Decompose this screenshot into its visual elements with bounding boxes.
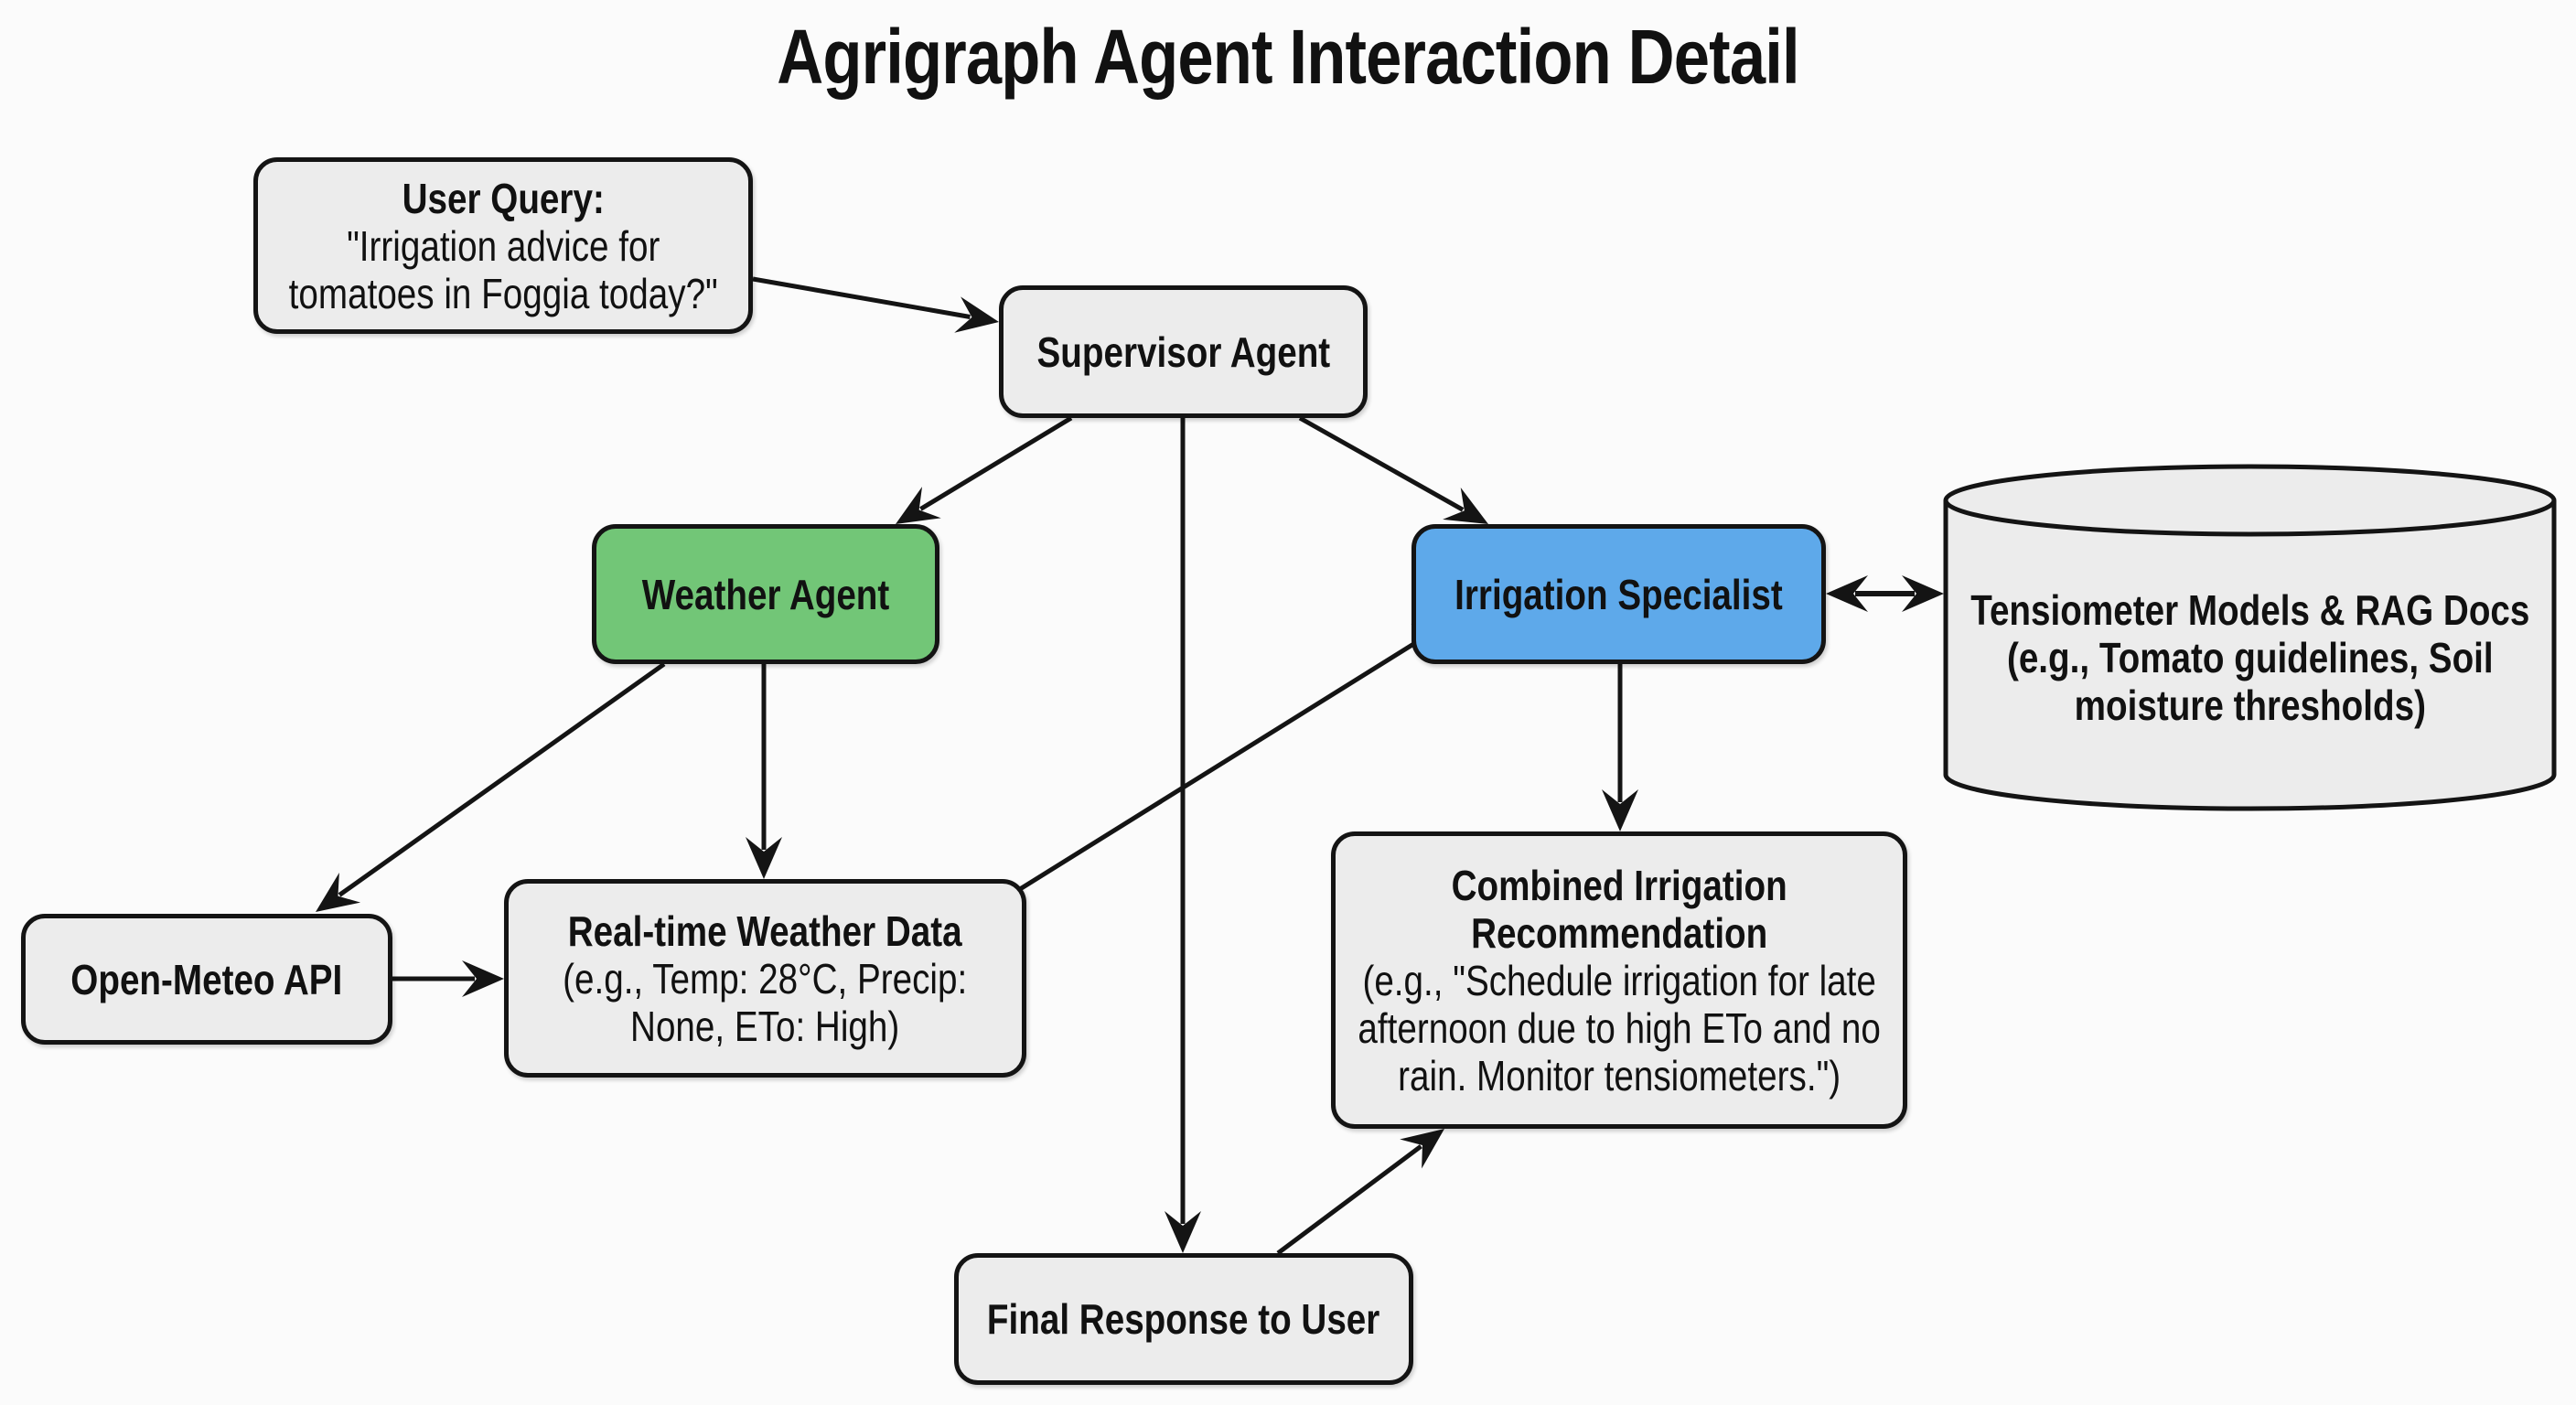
edge-line: [752, 276, 971, 319]
node-heading: Irrigation Specialist: [1454, 570, 1783, 618]
edge-line: [1276, 1144, 1422, 1256]
arrowhead-icon: [896, 487, 941, 524]
node-combined-irrigation-recommendation: Combined Irrigation Recommendation (e.g.…: [1331, 831, 1907, 1129]
edge-user-query-to-supervisor: [752, 276, 999, 333]
node-heading: Supervisor Agent: [1036, 327, 1330, 376]
edge-open-meteo-to-realtime-weather: [392, 960, 504, 997]
node-knowledge-base-cylinder: Tensiometer Models & RAG Docs (e.g., Tom…: [1942, 464, 2558, 812]
edge-weather-agent-to-realtime-weather: [746, 664, 782, 879]
node-text-line: "Irrigation advice for: [346, 221, 660, 270]
arrowhead-icon: [316, 873, 361, 912]
arrowhead-icon: [462, 960, 504, 997]
edge-line: [919, 415, 1073, 511]
arrowhead-icon: [1826, 575, 1868, 612]
diagram-title: Agrigraph Agent Interaction Detail: [777, 14, 1799, 100]
node-weather-agent: Weather Agent: [592, 524, 939, 664]
node-text-line: (e.g., Tomato guidelines, Soil: [2006, 633, 2494, 681]
node-realtime-weather-data: Real-time Weather Data (e.g., Temp: 28°C…: [504, 879, 1026, 1078]
node-heading: Real-time Weather Data: [568, 906, 962, 955]
node-text-line: tomatoes in Foggia today?": [288, 269, 718, 317]
node-text-line: moisture thresholds): [2074, 681, 2426, 729]
node-supervisor-agent: Supervisor Agent: [999, 285, 1368, 418]
node-irrigation-specialist: Irrigation Specialist: [1411, 524, 1826, 664]
edge-supervisor-to-weather-agent: [896, 415, 1073, 524]
node-heading: Recommendation: [1470, 908, 1768, 957]
edge-final-response-to-combined-recommendation: [1276, 1129, 1444, 1256]
node-text-line: (e.g., Temp: 28°C, Precip:: [563, 954, 968, 1003]
node-heading: Open-Meteo API: [70, 955, 343, 1003]
node-heading: Weather Agent: [641, 570, 890, 618]
node-text-line: afternoon due to high ETo and no: [1358, 1003, 1881, 1052]
node-heading: User Query:: [402, 174, 605, 222]
edge-supervisor-to-final-response: [1165, 418, 1201, 1253]
node-user-query: User Query: "Irrigation advice for tomat…: [253, 157, 753, 334]
arrowhead-icon: [954, 296, 999, 333]
node-heading: Combined Irrigation: [1451, 861, 1787, 909]
database-cylinder-icon: [1943, 464, 2557, 811]
node-text-line: None, ETo: High): [630, 1002, 900, 1050]
arrowhead-icon: [1902, 575, 1944, 612]
arrowhead-icon: [1165, 1211, 1201, 1253]
edge-irrigation-specialist-to-combined-recommendation: [1602, 664, 1638, 831]
edge-supervisor-to-irrigation-specialist: [1298, 415, 1488, 524]
edge-irrigation-specialist-to-knowledge-base: [1826, 575, 1944, 612]
arrowhead-icon: [1400, 1129, 1444, 1169]
node-open-meteo-api: Open-Meteo API: [21, 914, 392, 1045]
edge-line: [1298, 415, 1465, 512]
arrowhead-icon: [1443, 488, 1488, 524]
edge-weather-agent-to-open-meteo: [316, 661, 666, 912]
cylinder-body: [1943, 500, 2557, 811]
node-text-line: Tensiometer Models & RAG Docs: [1970, 585, 2530, 634]
arrowhead-icon: [1602, 789, 1638, 831]
edge-line: [338, 661, 666, 897]
arrowhead-icon: [746, 837, 782, 879]
cylinder-top: [1943, 464, 2557, 537]
node-final-response: Final Response to User: [954, 1253, 1413, 1385]
node-heading: Final Response to User: [987, 1295, 1380, 1343]
node-text-line: (e.g., "Schedule irrigation for late: [1362, 956, 1876, 1004]
edge-line: [1018, 630, 1433, 892]
node-text-line: rain. Monitor tensiometers."): [1398, 1051, 1841, 1099]
